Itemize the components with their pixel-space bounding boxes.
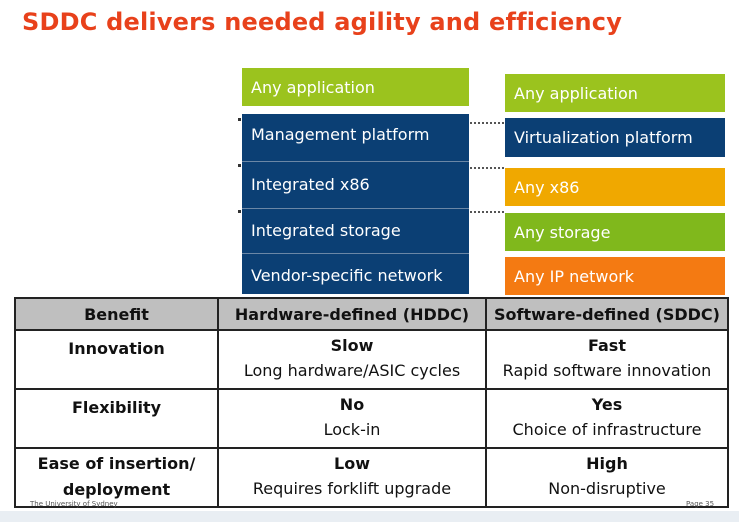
hddc-cell: Low Requires forklift upgrade <box>217 447 487 508</box>
row-label: Ease of insertion/ deployment <box>16 449 217 503</box>
row-label: Innovation <box>68 339 165 358</box>
left-integrated-x86: Integrated x86 <box>242 164 469 204</box>
hddc-rating: No <box>339 395 365 414</box>
header-benefit: Benefit <box>14 297 219 331</box>
hddc-detail: Long hardware/ASIC cycles <box>243 361 461 380</box>
right-virtualization-platform: Virtualization platform <box>505 118 725 157</box>
slide-title: SDDC delivers needed agility and efficie… <box>22 8 623 36</box>
right-any-application-label: Any application <box>514 83 638 103</box>
dotted-connector <box>470 122 504 124</box>
left-any-application: Any application <box>242 68 469 106</box>
edge-mark <box>238 210 241 213</box>
row-label-line1: Ease of insertion/ <box>37 454 196 473</box>
row-label: Flexibility <box>71 398 162 417</box>
hddc-cell: Slow Long hardware/ASIC cycles <box>217 329 487 390</box>
footer-university: The University of Sydney <box>30 500 118 508</box>
header-sddc: Software-defined (SDDC) <box>485 297 729 331</box>
table-header-row: Benefit Hardware-defined (HDDC) Software… <box>14 297 729 331</box>
right-any-storage: Any storage <box>505 213 725 251</box>
left-navy-stack <box>242 114 469 294</box>
right-any-ip-network: Any IP network <box>505 257 725 295</box>
left-vendor-network-label: Vendor-specific network <box>251 265 443 285</box>
hddc-detail: Requires forklift upgrade <box>252 479 452 498</box>
left-integrated-storage: Integrated storage <box>242 210 469 250</box>
sddc-detail: Choice of infrastructure <box>512 420 702 439</box>
edge-mark <box>238 118 241 121</box>
right-any-ip-network-label: Any IP network <box>514 266 635 286</box>
left-any-application-label: Any application <box>251 77 375 97</box>
sddc-rating: Fast <box>588 336 626 355</box>
benefits-table: Benefit Hardware-defined (HDDC) Software… <box>14 297 729 508</box>
sddc-rating: Yes <box>591 395 623 414</box>
table-row: Innovation Slow Long hardware/ASIC cycle… <box>14 329 729 390</box>
left-stack-divider <box>242 253 469 254</box>
edge-mark <box>238 164 241 167</box>
left-integrated-storage-label: Integrated storage <box>251 220 401 240</box>
left-integrated-x86-label: Integrated x86 <box>251 174 370 194</box>
left-stack-divider <box>242 161 469 162</box>
left-management-platform: Management platform <box>242 114 469 154</box>
right-any-application: Any application <box>505 74 725 112</box>
right-any-x86: Any x86 <box>505 168 725 206</box>
dotted-connector <box>470 167 504 169</box>
footer-page-number: Page 35 <box>686 500 715 508</box>
footer-band <box>0 511 739 522</box>
hddc-detail: Lock-in <box>323 420 381 439</box>
table-row: Flexibility No Lock-in Yes Choice of inf… <box>14 388 729 449</box>
sddc-detail: Rapid software innovation <box>502 361 712 380</box>
sddc-cell: Fast Rapid software innovation <box>485 329 729 390</box>
hddc-rating: Low <box>334 454 370 473</box>
row-label-cell: Flexibility <box>14 388 219 449</box>
table-row: Ease of insertion/ deployment Low Requir… <box>14 447 729 508</box>
left-stack-divider <box>242 208 469 209</box>
sddc-rating: High <box>586 454 628 473</box>
sddc-cell: Yes Choice of infrastructure <box>485 388 729 449</box>
row-label-cell: Innovation <box>14 329 219 390</box>
right-any-storage-label: Any storage <box>514 222 611 242</box>
row-label-line2: deployment <box>62 480 171 499</box>
sddc-detail: Non-disruptive <box>548 479 666 498</box>
left-management-platform-label: Management platform <box>251 124 430 144</box>
hddc-rating: Slow <box>330 336 374 355</box>
dotted-connector <box>470 211 504 213</box>
header-hddc: Hardware-defined (HDDC) <box>217 297 487 331</box>
right-any-x86-label: Any x86 <box>514 177 580 197</box>
sddc-cell: High Non-disruptive <box>485 447 729 508</box>
hddc-cell: No Lock-in <box>217 388 487 449</box>
left-vendor-network: Vendor-specific network <box>242 255 469 295</box>
row-label-cell: Ease of insertion/ deployment <box>14 447 219 508</box>
right-virtualization-platform-label: Virtualization platform <box>514 128 693 147</box>
